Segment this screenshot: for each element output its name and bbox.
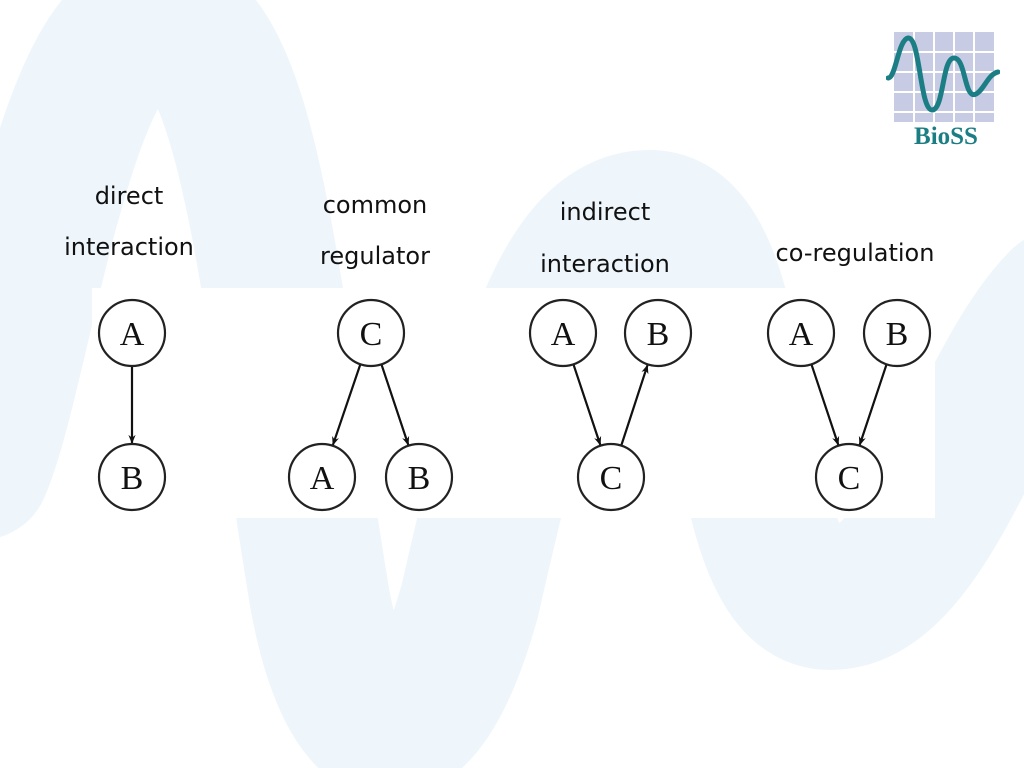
edge-indirect-a-to-c bbox=[572, 363, 602, 446]
caption-indirect-line1: indirect bbox=[559, 198, 651, 226]
node-label: A bbox=[551, 316, 576, 353]
logo-wave-icon bbox=[886, 35, 1000, 113]
node-label: C bbox=[600, 460, 623, 497]
caption-coregulation: co-regulation bbox=[775, 239, 935, 267]
node-circle bbox=[97, 442, 167, 512]
node-circle bbox=[814, 442, 884, 512]
node-indirect-c: C bbox=[576, 442, 646, 512]
node-common-b: B bbox=[384, 442, 454, 512]
node-label: A bbox=[120, 316, 145, 353]
node-circle bbox=[97, 298, 167, 368]
bioss-logo: BioSS bbox=[886, 32, 1000, 150]
edges-layer bbox=[128, 363, 888, 446]
node-circle bbox=[287, 442, 357, 512]
caption-common-line1: common bbox=[322, 191, 428, 219]
node-circle bbox=[528, 298, 598, 368]
node-direct-a: A bbox=[97, 298, 167, 368]
node-label: B bbox=[886, 316, 909, 353]
node-indirect-a: A bbox=[528, 298, 598, 368]
node-label: C bbox=[360, 316, 383, 353]
node-common-a: A bbox=[287, 442, 357, 512]
edge-coreg-b-to-c bbox=[858, 363, 888, 446]
edge-common-c-to-a bbox=[331, 363, 362, 446]
node-direct-b: B bbox=[97, 442, 167, 512]
node-label: B bbox=[121, 460, 144, 497]
node-label: B bbox=[408, 460, 431, 497]
node-indirect-b: B bbox=[623, 298, 693, 368]
caption-common-line2: regulator bbox=[320, 242, 430, 270]
node-circle bbox=[623, 298, 693, 368]
node-label: B bbox=[647, 316, 670, 353]
node-circle bbox=[766, 298, 836, 368]
caption-direct-line1: direct bbox=[94, 182, 164, 210]
logo-text: BioSS bbox=[914, 123, 978, 150]
node-label: A bbox=[310, 460, 335, 497]
node-coreg-c: C bbox=[814, 442, 884, 512]
edge-common-c-to-b bbox=[380, 363, 410, 446]
node-label: C bbox=[838, 460, 861, 497]
node-coreg-b: B bbox=[862, 298, 932, 368]
logo-grid-lines bbox=[894, 32, 994, 122]
node-common-c: C bbox=[336, 298, 406, 368]
node-circle bbox=[384, 442, 454, 512]
node-coreg-a: A bbox=[766, 298, 836, 368]
edge-indirect-c-to-b bbox=[620, 364, 649, 446]
caption-indirect-line2: interaction bbox=[540, 250, 670, 278]
node-circle bbox=[862, 298, 932, 368]
node-label: A bbox=[789, 316, 814, 353]
node-circle bbox=[336, 298, 406, 368]
nodes-layer: A B C A B A B C A B C bbox=[97, 298, 932, 512]
edge-coreg-a-to-c bbox=[810, 363, 840, 446]
caption-direct-line2: interaction bbox=[64, 233, 194, 261]
node-circle bbox=[576, 442, 646, 512]
